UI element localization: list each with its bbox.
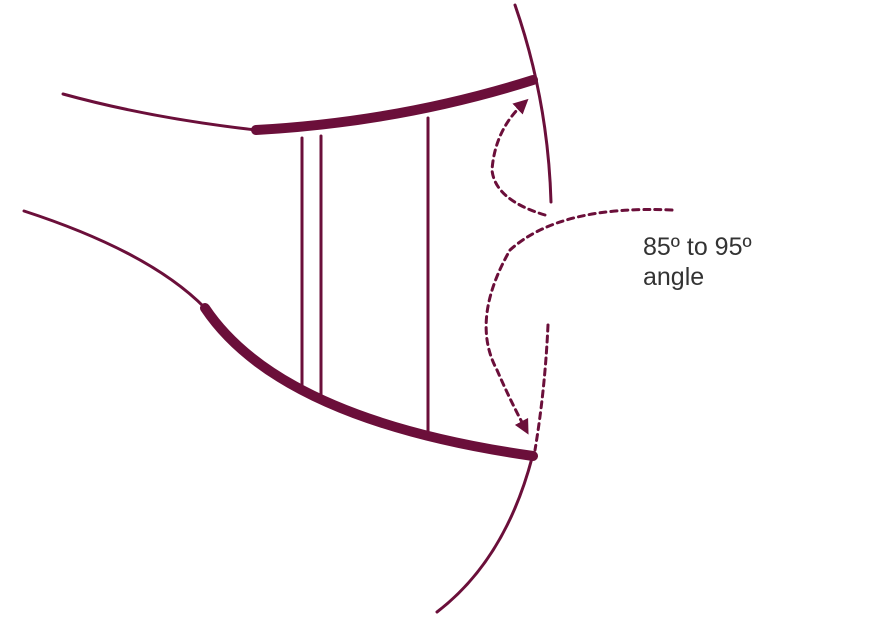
upper-thick-band [251, 75, 538, 135]
dashed-arc-extension [533, 323, 550, 452]
outer-arc [513, 3, 553, 204]
dashed-angle-arrow-upper [490, 98, 547, 217]
angle-annotation-line1: 85º to 95º [643, 233, 752, 261]
angle-annotation: 85º to 95º angle [643, 232, 752, 292]
angle-annotation-line2: angle [643, 263, 705, 291]
outer-arc-lower [435, 456, 534, 614]
lower-thin-curve [22, 209, 207, 310]
upper-thin-curve [61, 92, 258, 132]
lower-thick-band [200, 303, 538, 461]
dashed-angle-arrow-lower [484, 208, 674, 435]
